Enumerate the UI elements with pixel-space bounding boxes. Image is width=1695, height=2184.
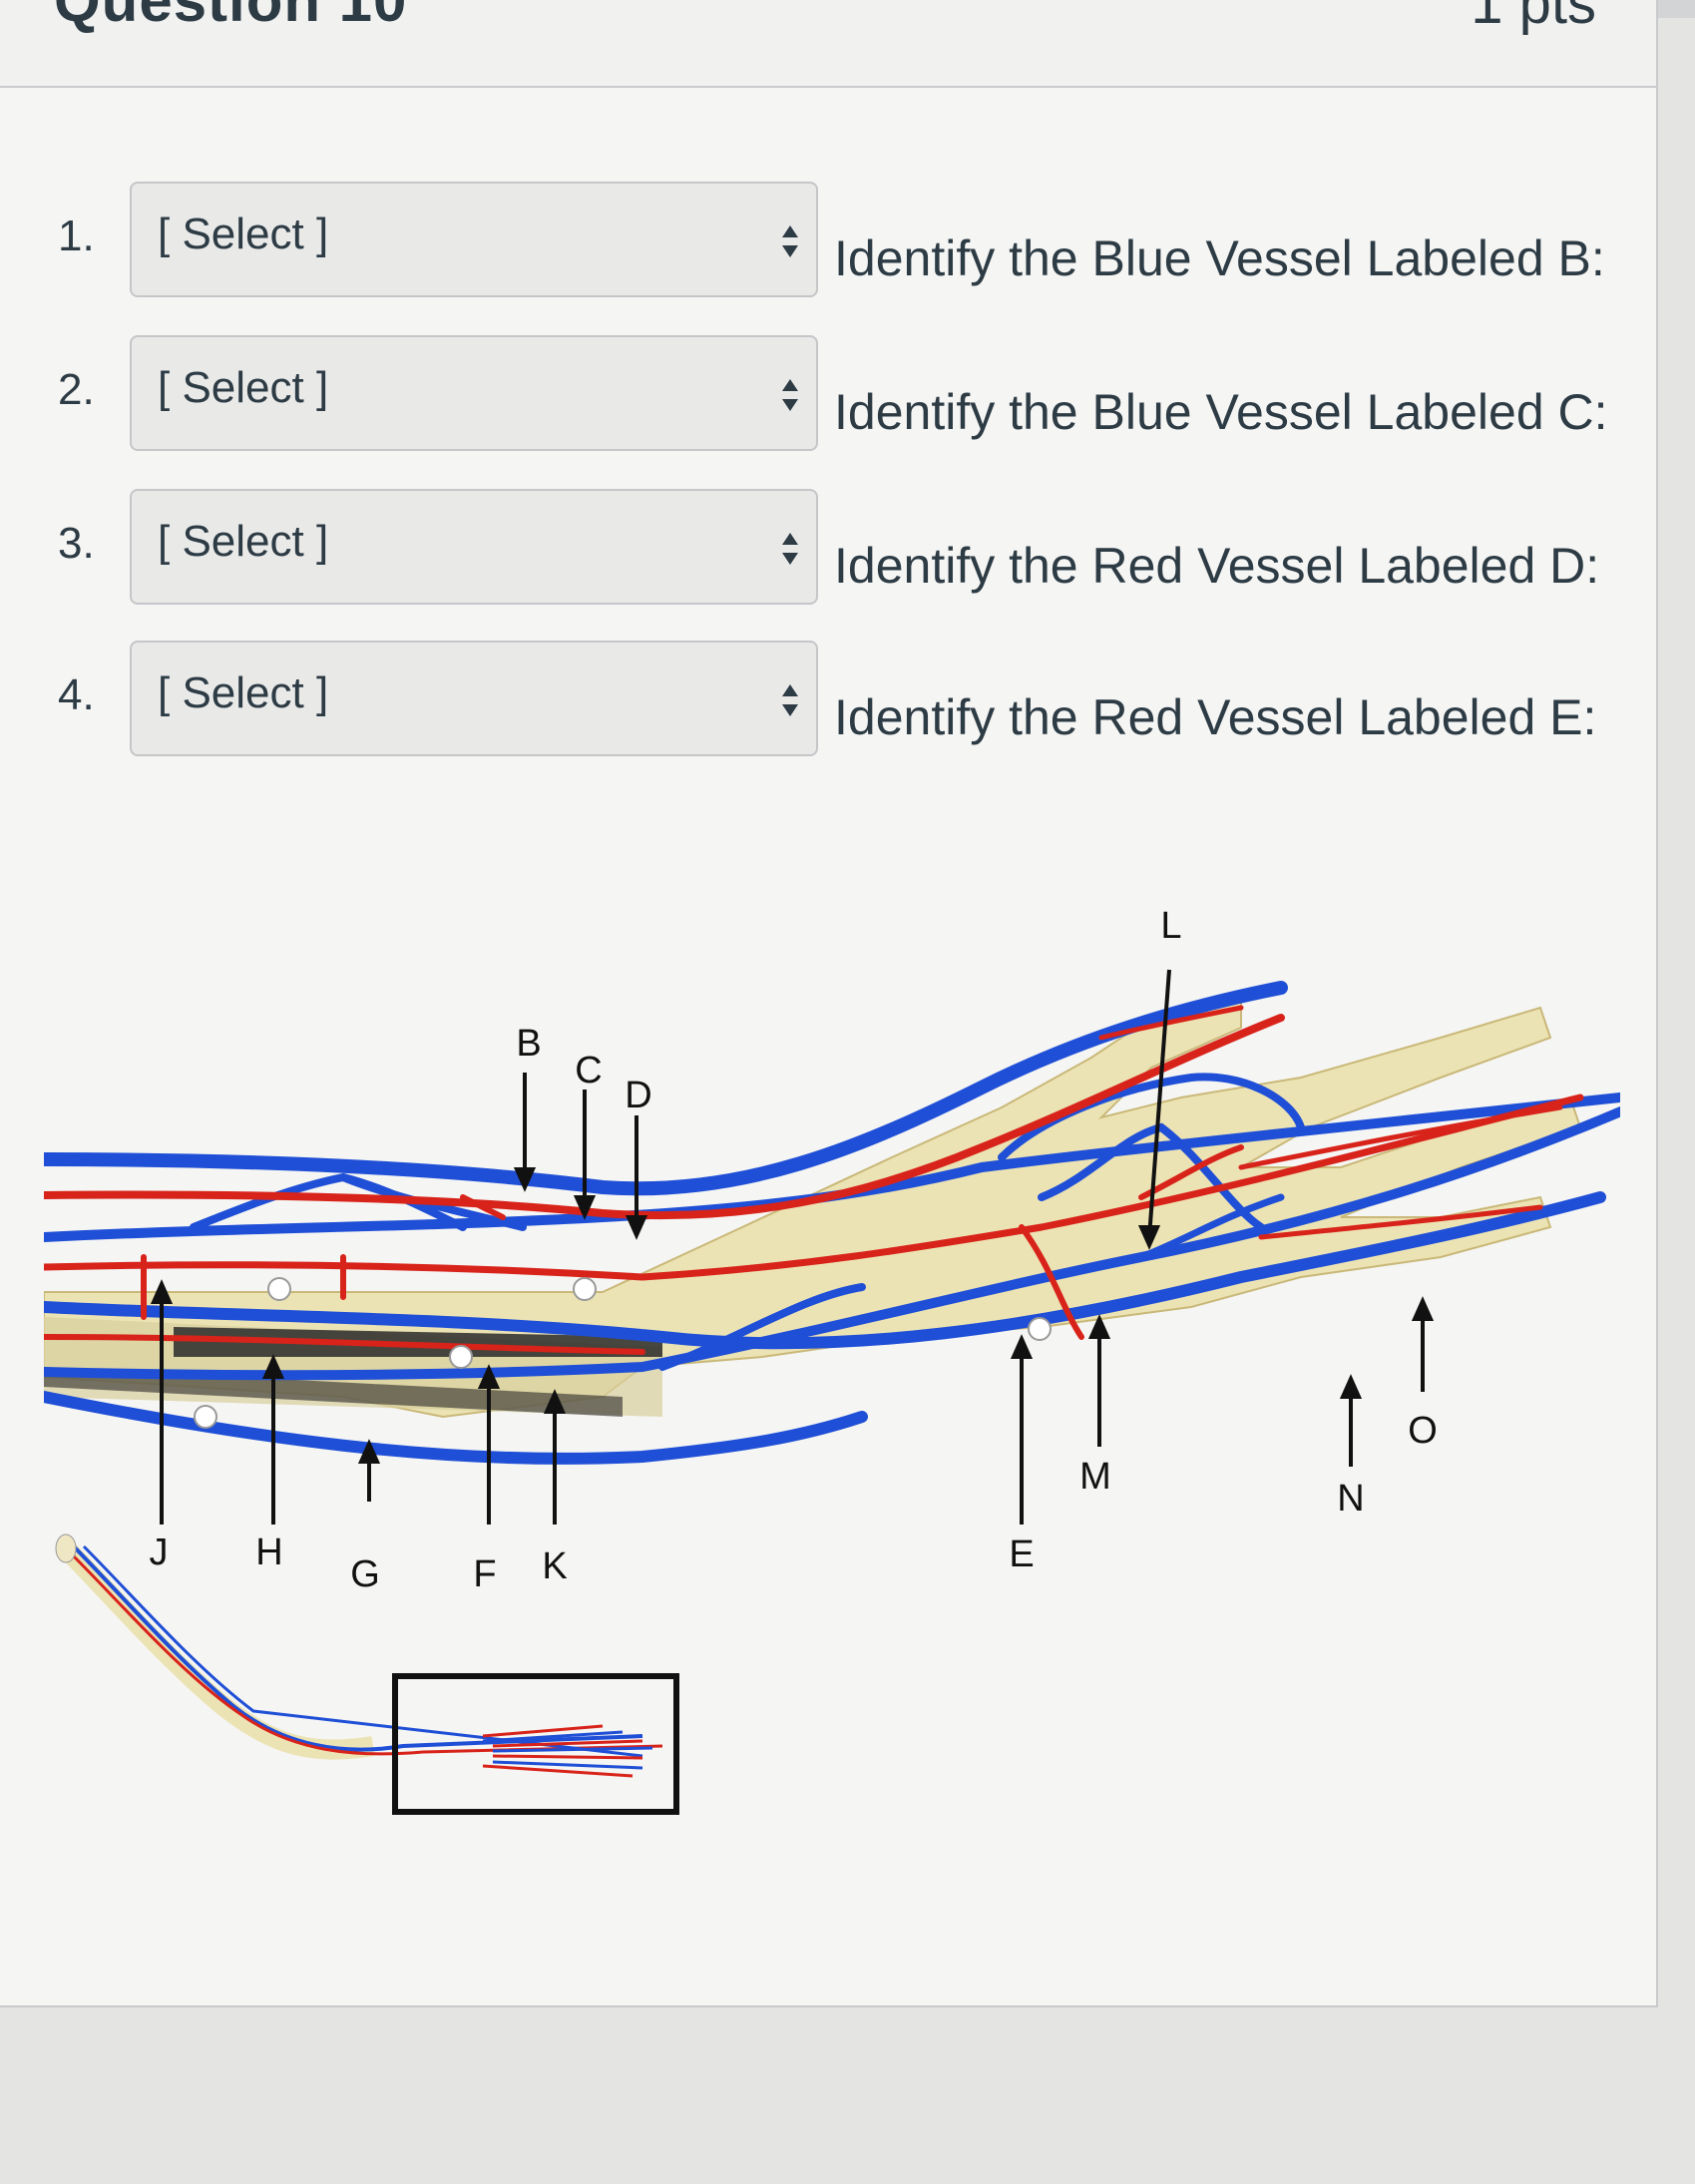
label-C: C (575, 1050, 602, 1092)
label-G: G (350, 1553, 380, 1595)
question-points: 1 pts (1471, 0, 1596, 36)
answer-dropdown[interactable]: [ Select ] (130, 335, 818, 451)
label-O: O (1408, 1410, 1438, 1452)
answer-dropdown[interactable]: [ Select ] (130, 641, 818, 756)
item-prompt: Identify the Blue Vessel Labeled B: (834, 230, 1605, 286)
dropdown-arrows-icon (782, 684, 798, 716)
question-header: Question 10 1 pts (0, 0, 1656, 88)
question-card: Question 10 1 pts 1. [ Select ] Identify… (0, 0, 1658, 2007)
dropdown-arrows-icon (782, 379, 798, 411)
item-number: 4. (58, 670, 95, 719)
model-pins (194, 1277, 1052, 1429)
item-number: 1. (58, 212, 95, 260)
answer-dropdown[interactable]: [ Select ] (130, 182, 818, 297)
label-K: K (542, 1545, 567, 1587)
label-J: J (150, 1531, 169, 1573)
arteries (44, 1005, 1584, 1355)
dropdown-arrows-icon (782, 225, 798, 257)
item-number: 2. (58, 365, 95, 414)
label-D: D (625, 1075, 651, 1116)
label-H: H (255, 1531, 282, 1573)
answer-dropdown[interactable]: [ Select ] (130, 489, 818, 605)
figure-labels: B C D L J H G F K E M N O (150, 905, 1438, 1595)
item-prompt: Identify the Red Vessel Labeled D: (834, 538, 1600, 594)
inset-frame (392, 1673, 679, 1815)
arm-overview-inset (55, 1533, 679, 1815)
label-L: L (1160, 905, 1181, 947)
forearm-vessel-model-image: B C D L J H G F K E M N O (44, 905, 1620, 1815)
label-B: B (516, 1023, 541, 1065)
dropdown-value: [ Select ] (158, 668, 329, 717)
question-item: 4. [ Select ] Identify the Red Vessel La… (0, 641, 1656, 760)
dropdown-value: [ Select ] (158, 363, 329, 412)
label-F: F (473, 1553, 496, 1595)
leader-lines (150, 969, 1435, 1525)
item-number: 3. (58, 519, 95, 568)
dropdown-value: [ Select ] (158, 517, 329, 566)
dropdown-arrows-icon (782, 533, 798, 565)
question-item: 1. [ Select ] Identify the Blue Vessel L… (0, 182, 1656, 301)
question-item: 3. [ Select ] Identify the Red Vessel La… (0, 489, 1656, 609)
question-item: 2. [ Select ] Identify the Blue Vessel L… (0, 335, 1656, 455)
label-E: E (1009, 1533, 1034, 1575)
item-prompt: Identify the Red Vessel Labeled E: (834, 689, 1597, 745)
label-M: M (1079, 1456, 1111, 1498)
label-N: N (1337, 1478, 1364, 1520)
question-title: Question 10 (54, 0, 408, 34)
item-prompt: Identify the Blue Vessel Labeled C: (834, 384, 1608, 440)
dropdown-value: [ Select ] (158, 210, 329, 258)
